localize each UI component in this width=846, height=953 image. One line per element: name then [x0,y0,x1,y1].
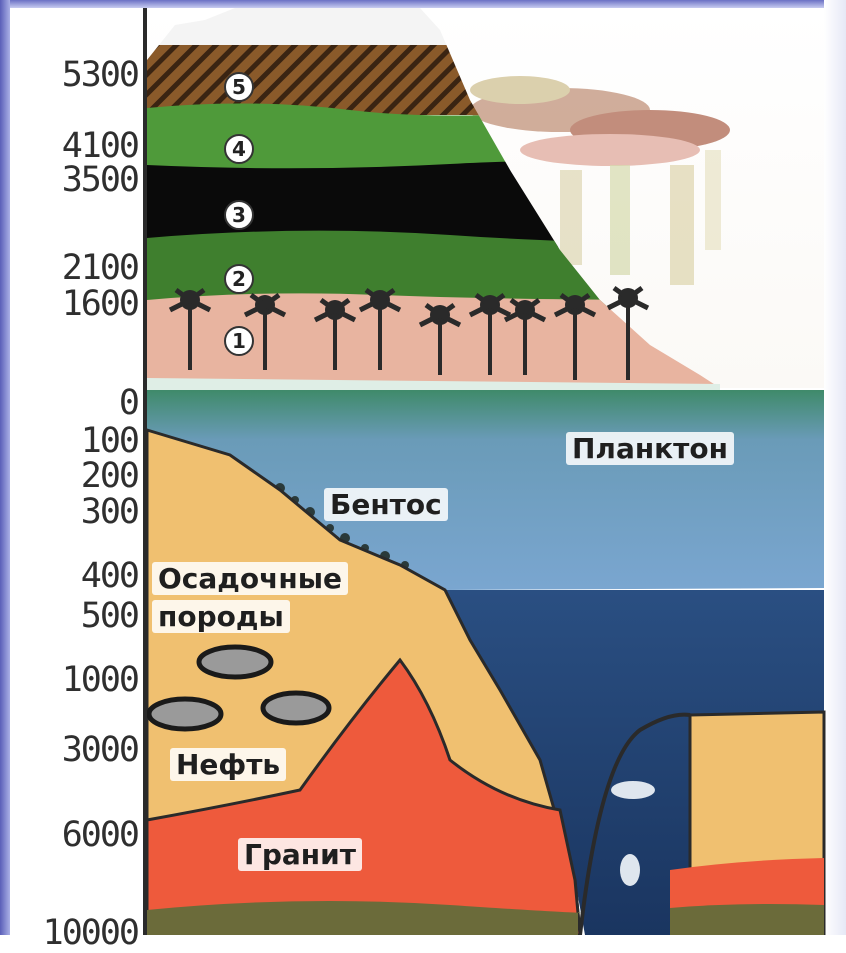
tick-0: 0 [14,383,138,423]
tick-500: 500 [14,596,138,636]
zone-number-5: 5 [224,72,254,102]
tick-200: 200 [14,456,138,496]
zone-number-2: 2 [224,264,254,294]
tick-2100: 2100 [14,248,138,288]
label-benthos: Бентос [324,488,448,521]
tick-6000: 6000 [14,815,138,855]
tick-400: 400 [14,556,138,596]
tick-3000: 3000 [14,730,138,770]
mantle-band-right [670,904,824,935]
zone-number-1: 1 [224,326,254,356]
zone-number-4: 4 [224,134,254,164]
tick-1000: 1000 [14,660,138,700]
label-granite: Гранит [238,838,362,871]
label-sedimentary-line2: породы [152,600,290,633]
label-sedimentary-line1: Осадочные [152,562,348,595]
tick-100: 100 [14,421,138,461]
tick-5300: 5300 [14,55,138,95]
zone-number-3: 3 [224,200,254,230]
label-oil: Нефть [170,748,286,781]
depth-axis [143,8,147,935]
tick-300: 300 [14,492,138,532]
tick-1600: 1600 [14,284,138,324]
tick-3500: 3500 [14,160,138,200]
label-plankton: Планктон [566,432,734,465]
tick-10000: 10000 [14,913,138,953]
